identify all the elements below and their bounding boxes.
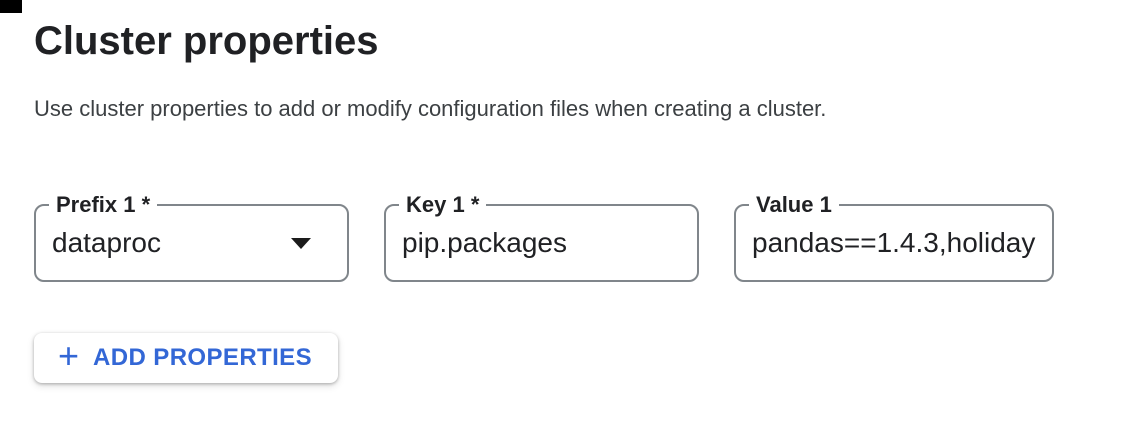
page-description: Use cluster properties to add or modify … [34,96,827,121]
add-properties-label: ADD PROPERTIES [93,344,312,371]
add-properties-button[interactable]: + ADD PROPERTIES [34,333,338,383]
plus-icon: + [58,335,80,376]
value-input[interactable]: Value 1 pandas==1.4.3,holiday [734,191,1054,282]
prefix-value: dataproc [52,227,161,258]
property-row: Prefix 1 * dataproc Key 1 * pip.packages… [34,191,1054,282]
value-label: Value 1 [749,191,839,218]
prefix-select[interactable]: Prefix 1 * dataproc [34,191,349,282]
dropdown-arrow-icon [291,238,311,249]
prefix-label: Prefix 1 * [49,191,158,218]
key-label: Key 1 * [399,191,487,218]
key-input[interactable]: Key 1 * pip.packages [384,191,699,282]
page-title: Cluster properties [34,19,379,63]
value-value: pandas==1.4.3,holiday [752,227,1036,258]
key-value: pip.packages [402,227,568,258]
screenshot-artifact [0,0,22,13]
